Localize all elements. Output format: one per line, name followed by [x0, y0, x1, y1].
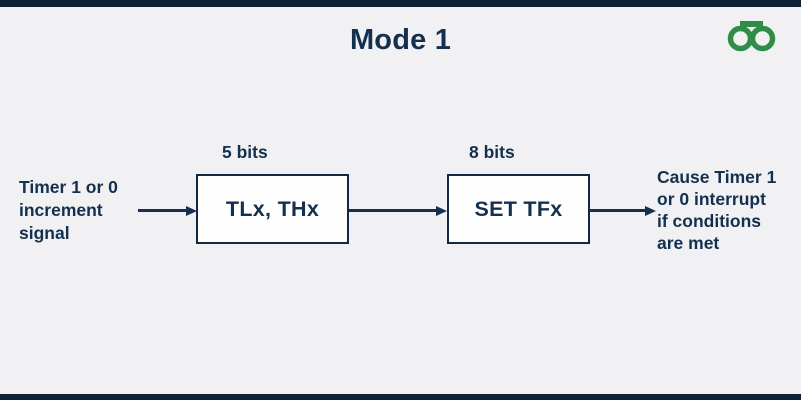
input-signal-label: Timer 1 or 0 increment signal	[19, 176, 118, 245]
top-border-bar	[0, 0, 801, 7]
input-signal-line: signal	[19, 223, 70, 243]
output-interrupt-line: are met	[657, 233, 720, 253]
tlx-bits-caption: 5 bits	[222, 142, 268, 162]
tlx-thx-block: TLx, THx	[196, 174, 349, 244]
arrow-settfx-to-output-icon	[590, 209, 645, 212]
input-signal-line: increment	[19, 200, 103, 220]
settfx-bits-caption: 8 bits	[469, 142, 515, 162]
arrow-input-to-tlx-icon	[138, 209, 186, 212]
arrow-tlx-to-settfx-icon	[349, 209, 436, 212]
set-tfx-block: SET TFx	[447, 174, 590, 244]
output-interrupt-line: if conditions	[657, 211, 762, 231]
page-title: Mode 1	[349, 24, 452, 56]
output-interrupt-line: or 0 interrupt	[657, 189, 766, 209]
tlx-thx-block-label: TLx, THx	[225, 196, 320, 221]
set-tfx-block-label: SET TFx	[474, 196, 563, 221]
bottom-border-bar	[0, 394, 801, 400]
output-interrupt-label: Cause Timer 1 or 0 interrupt if conditio…	[657, 166, 776, 254]
output-interrupt-line: Cause Timer 1	[657, 167, 777, 187]
geeksforgeeks-logo-icon	[727, 21, 776, 52]
input-signal-line: Timer 1 or 0	[19, 177, 118, 197]
